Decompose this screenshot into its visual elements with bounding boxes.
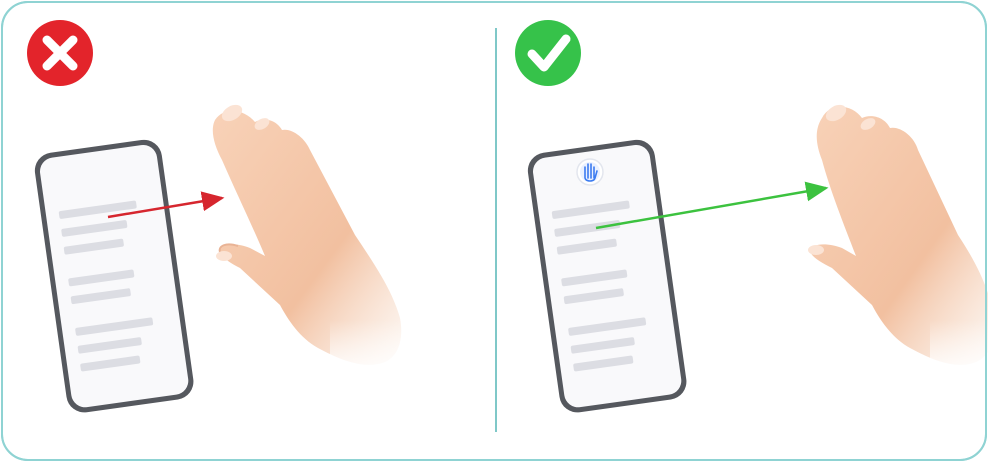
check-icon (515, 20, 581, 86)
hand-icon (577, 159, 603, 185)
x-icon (27, 20, 93, 86)
